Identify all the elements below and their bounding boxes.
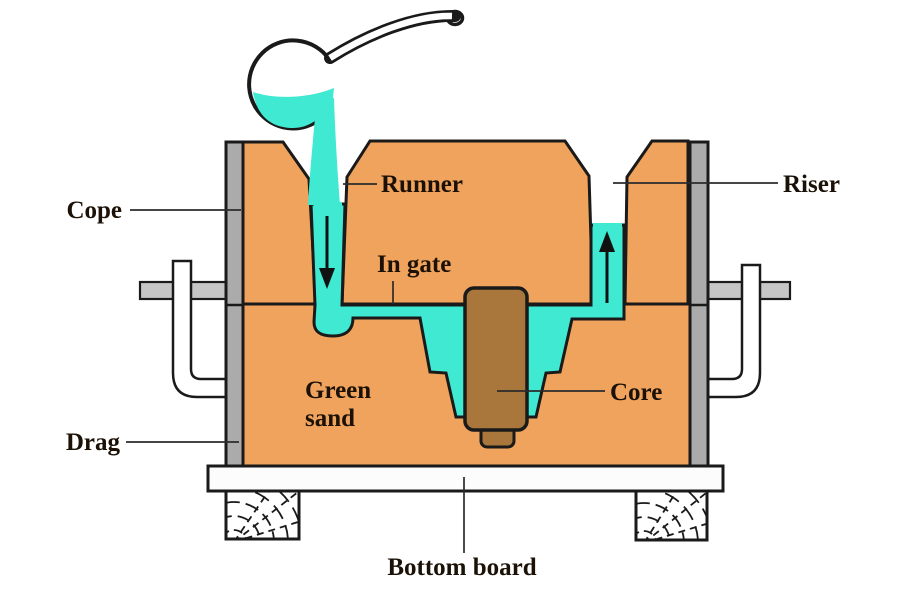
label-runner: Runner xyxy=(381,171,463,198)
core-shape xyxy=(463,286,529,449)
leader-lines xyxy=(126,182,778,553)
cope-block-left xyxy=(241,140,318,307)
label-green-sand-line2: sand xyxy=(305,405,355,432)
cope-block-right xyxy=(623,139,690,307)
wood-grain-left xyxy=(227,492,298,538)
ladle xyxy=(247,9,465,205)
label-green-sand-line1: Green xyxy=(305,377,371,404)
bottom-board xyxy=(206,464,725,493)
wood-grain-right xyxy=(637,492,706,539)
clamp-right xyxy=(706,263,792,399)
riser-liquid-surface xyxy=(593,223,622,228)
ladle-handle-inner xyxy=(328,12,453,61)
label-bottom-board: Bottom board xyxy=(387,554,536,581)
label-drag: Drag xyxy=(66,429,121,456)
molten-metal-in-ladle xyxy=(253,88,334,128)
label-core: Core xyxy=(610,379,662,406)
flow-down-arrow xyxy=(319,216,335,289)
core-body xyxy=(463,286,529,432)
label-cope: Cope xyxy=(66,197,122,224)
pour-stream xyxy=(308,96,340,205)
cope-block-middle xyxy=(340,139,595,307)
clamp-left xyxy=(138,259,230,399)
ladle-handle-outer xyxy=(324,9,461,64)
label-riser: Riser xyxy=(783,171,840,198)
label-in-gate: In gate xyxy=(377,251,451,278)
wood-support-left xyxy=(224,489,301,541)
wood-support-right xyxy=(634,489,709,542)
flow-up-arrow xyxy=(599,231,615,303)
